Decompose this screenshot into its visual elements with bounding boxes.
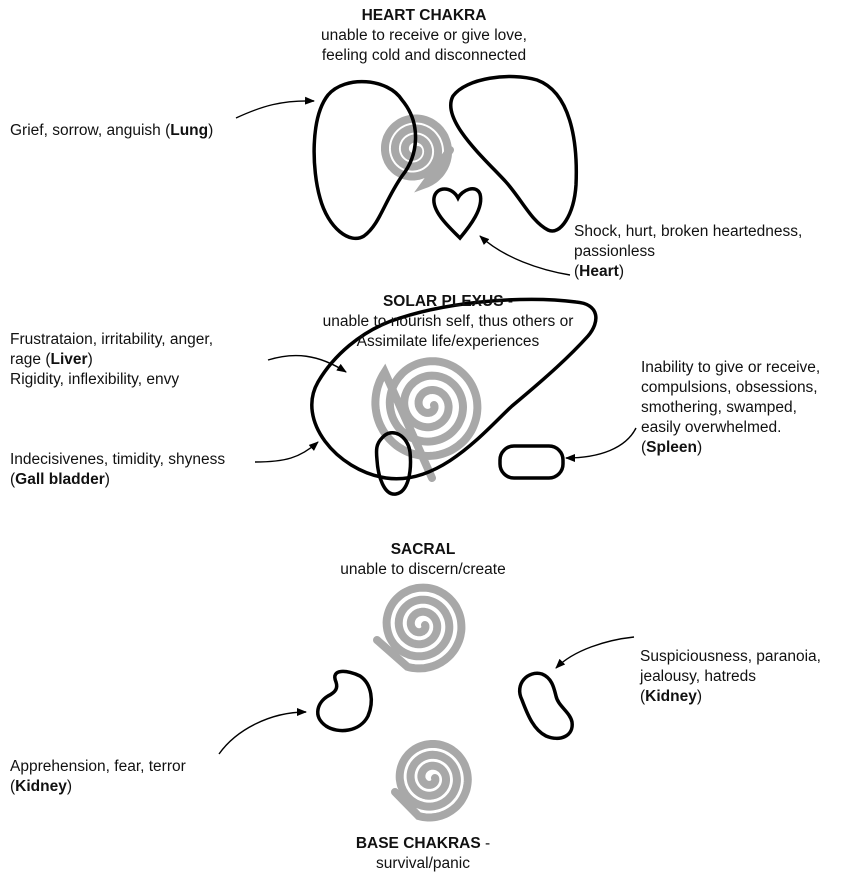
lung-organ: Lung (170, 122, 209, 139)
liver-organ: Liver (50, 351, 88, 368)
solar-plexus-title: SOLAR PLEXUS (382, 293, 504, 310)
right-kidney-annotation: Suspiciousness, paranoia, jealousy, hatr… (640, 648, 821, 705)
right-kidney-shape (518, 671, 574, 741)
heart-annotation: Shock, hurt, broken heartedness, passion… (574, 223, 803, 280)
heart-chakra-spiral (381, 114, 454, 193)
right-kidney-organ: Kidney (645, 688, 697, 705)
left-kidney-organ: Kidney (15, 778, 67, 795)
solar-plexus-label: SOLAR PLEXUS - unable to nourish self, t… (293, 292, 603, 352)
spleen-arrow (565, 427, 637, 462)
spleen-shape (498, 444, 565, 480)
heart-chakra-desc-1: unable to receive or give love, (321, 27, 527, 44)
solar-plexus-spiral (371, 357, 482, 482)
liver-arrow (267, 354, 347, 373)
gall-bladder-arrow (254, 441, 319, 463)
liver-shape (310, 297, 598, 481)
gall-bladder-organ: Gall bladder (15, 471, 105, 488)
base-chakra-spiral (391, 740, 472, 822)
heart-organ: Heart (579, 263, 619, 280)
liver-annotation: Frustrataion, irritability, anger, rage … (10, 331, 214, 388)
heart-arrow (479, 235, 571, 276)
base-chakras-title: BASE CHAKRAS (355, 835, 481, 852)
left-lung-shape (312, 80, 418, 241)
sacral-desc: unable to discern/create (340, 561, 506, 578)
lung-arrow (235, 96, 315, 119)
base-chakras-label: BASE CHAKRAS - survival/panic (323, 834, 523, 874)
solar-plexus-desc-2: Assimilate life/experiences (356, 333, 540, 350)
base-chakras-desc: survival/panic (376, 855, 470, 872)
left-kidney-arrow (218, 708, 307, 755)
right-kidney-arrow (555, 636, 635, 669)
sacral-title: SACRAL (390, 541, 456, 558)
heart-chakra-desc-2: feeling cold and disconnected (321, 47, 527, 64)
heart-chakra-title: HEART CHAKRA (361, 7, 487, 24)
left-kidney-shape (316, 669, 374, 733)
left-kidney-annotation: Apprehension, fear, terror (Kidney) (10, 758, 186, 795)
solar-plexus-desc-1: unable to nourish self, thus others or (322, 313, 574, 330)
lung-annotation: Grief, sorrow, anguish (Lung) (10, 122, 214, 139)
gall-bladder-annotation: Indecisivenes, timidity, shyness (Gall b… (10, 451, 226, 488)
sacral-label: SACRAL unable to discern/create (323, 540, 523, 580)
right-lung-shape (449, 74, 579, 233)
spleen-organ: Spleen (646, 439, 697, 456)
gall-bladder-shape (374, 431, 413, 496)
heart-chakra-label: HEART CHAKRA unable to receive or give l… (283, 6, 565, 66)
heart-shape (432, 187, 483, 241)
sacral-spiral (373, 583, 466, 673)
spleen-annotation: Inability to give or receive, compulsion… (641, 359, 821, 456)
